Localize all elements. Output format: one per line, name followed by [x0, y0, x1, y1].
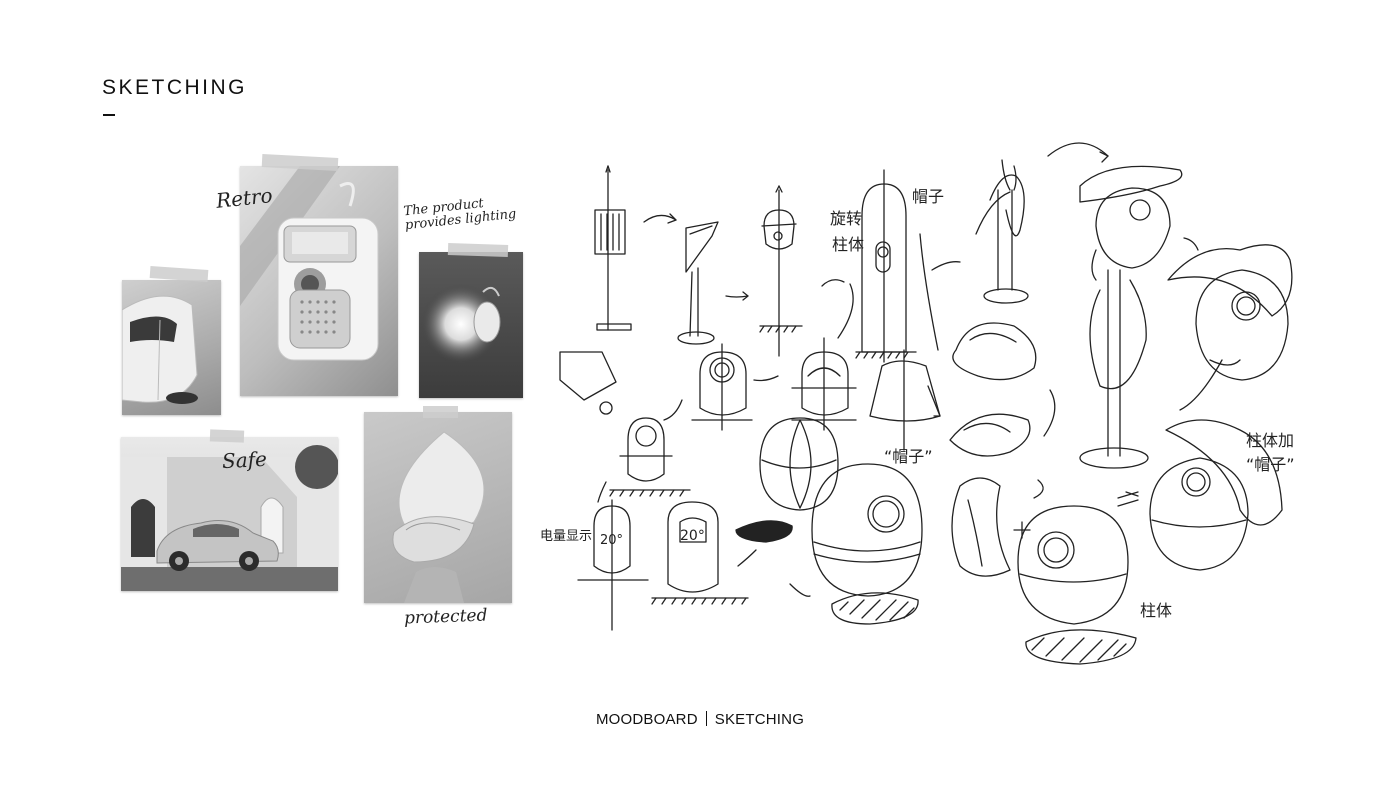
note-battery: 电量显示 — [540, 529, 592, 544]
footer-sketching: SKETCHING — [714, 711, 805, 728]
note-rotate: 旋转 — [830, 209, 862, 228]
note-display-1: 20° — [600, 533, 623, 548]
arrow-head — [1099, 151, 1109, 163]
sketch-egg-hat-top — [1167, 244, 1293, 411]
sketch-lamp-post — [594, 165, 632, 331]
arrow — [753, 375, 779, 382]
sketch-knob — [599, 401, 613, 415]
note-post: 柱体 — [832, 235, 864, 254]
retro-car-image — [122, 295, 198, 404]
arrow — [663, 399, 683, 421]
sketch-battery-box — [559, 351, 617, 401]
sketch-lamp-post — [837, 169, 939, 363]
note-hat: 帽子 — [912, 187, 944, 206]
arrow — [789, 583, 811, 597]
note-hat-quoted-2: “帽子” — [1246, 455, 1295, 474]
tape-strip — [423, 406, 458, 418]
note-post-bottom: 柱体 — [1140, 601, 1172, 620]
sketch-egg-small-1 — [691, 343, 753, 431]
footer-moodboard: MOODBOARD — [595, 711, 698, 728]
sketch-hat-fold — [951, 477, 1011, 577]
sketch-lamp-post — [677, 221, 719, 345]
photo-retro-speaker — [240, 166, 398, 396]
note-protected: protected — [403, 605, 488, 629]
sketch-hat — [952, 322, 1037, 381]
sketch-lamp-post — [759, 185, 803, 357]
arrow-head — [667, 213, 677, 224]
photo-retro-car — [122, 280, 221, 415]
wall-lamp-image — [421, 284, 501, 364]
arrow — [821, 279, 845, 287]
note-safe: Safe — [221, 446, 268, 474]
arrow — [931, 261, 961, 271]
sketch-base — [869, 349, 941, 451]
sketch-egg-hat-bottom — [1149, 419, 1283, 571]
sketch-coat-stand-egg — [1079, 165, 1183, 469]
arrow — [1183, 237, 1199, 251]
sketch-display-unit-1 — [577, 499, 649, 631]
sketch-egg-lower — [1017, 505, 1137, 665]
photo-wall-lamp — [419, 252, 523, 398]
tape-strip — [447, 242, 509, 258]
retro-speaker-image — [240, 166, 379, 361]
footer-divider — [705, 711, 707, 726]
page-title: SKETCHING — [102, 76, 248, 99]
arrow — [1047, 142, 1109, 157]
footer: MOODBOARD SKETCHING — [0, 711, 1400, 728]
note-hat-quoted: “帽子” — [884, 447, 933, 466]
note-lighting: The product provides lighting — [402, 195, 518, 234]
sketch-egg-standing — [609, 417, 691, 497]
arrow — [1033, 479, 1044, 499]
sketch-egg-main — [811, 463, 923, 625]
arrow — [643, 214, 677, 223]
protective-hat-image — [392, 431, 485, 603]
sketch-egg-small-2 — [791, 337, 857, 431]
sketch-coat-stand — [975, 159, 1029, 304]
equals-arrow — [1117, 491, 1139, 507]
sketch-display-unit-2 — [651, 501, 749, 605]
title-underline — [103, 114, 115, 116]
sketch-hat — [949, 413, 1031, 457]
note-post-add-hat: 柱体加 — [1246, 431, 1294, 450]
arrow-head — [742, 291, 749, 301]
arrow — [725, 295, 749, 298]
photo-protective-hat — [364, 412, 512, 603]
arrow — [1043, 389, 1056, 437]
photo-classic-car — [121, 437, 338, 591]
arrow — [737, 549, 757, 567]
classic-car-image — [121, 445, 338, 591]
note-display-2: 20° — [680, 528, 705, 544]
sketch-egg-wireframe — [735, 417, 839, 543]
tape-strip — [209, 429, 245, 443]
arrow — [597, 481, 607, 503]
sketch-area: 旋转 柱体 帽子 “帽子” 电量显示 20° 20° 柱体 柱体加 “帽子” — [540, 142, 1295, 665]
